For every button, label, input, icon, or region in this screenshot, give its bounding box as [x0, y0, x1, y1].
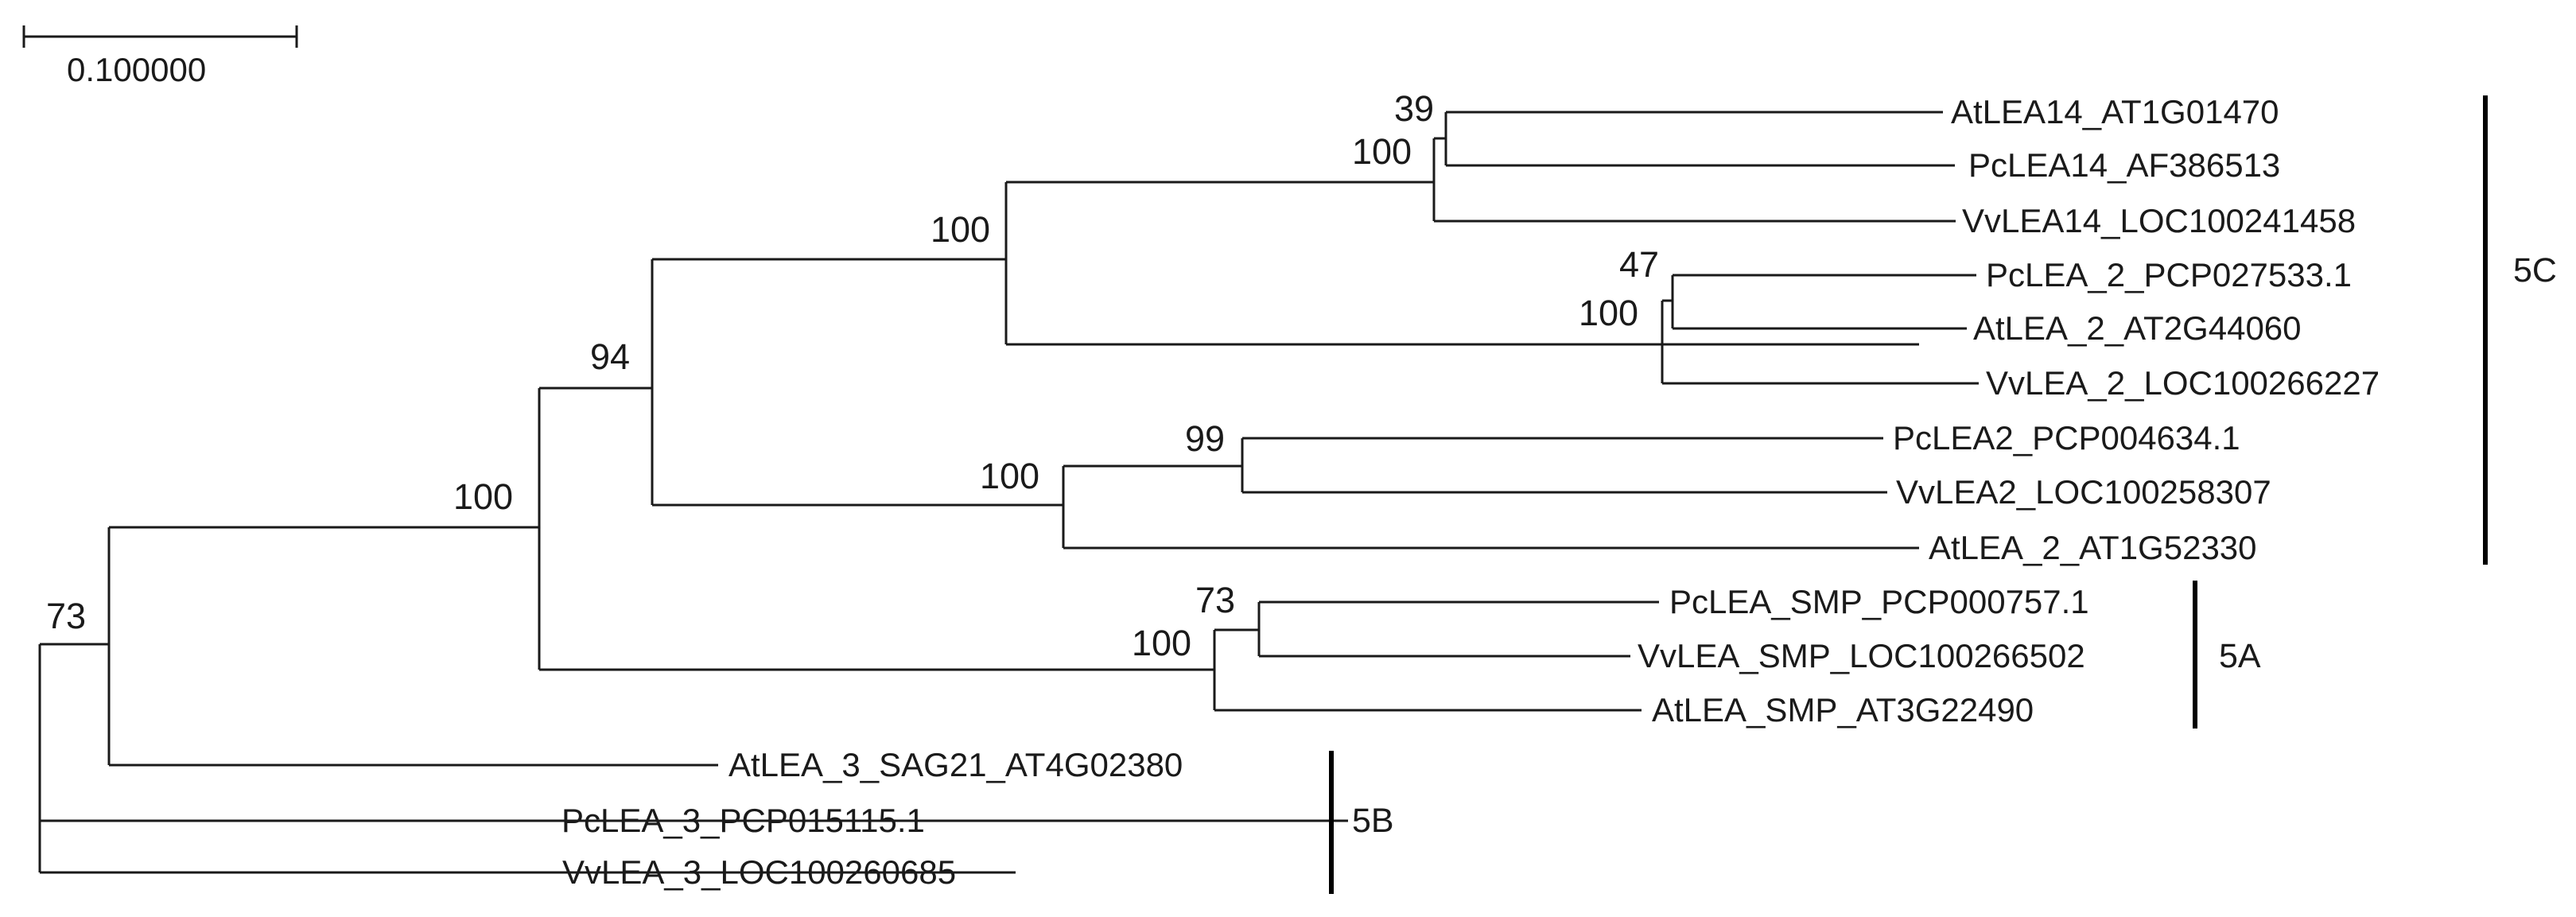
clade-label-5c: 5C	[2513, 251, 2557, 289]
support-lea2-pcat: 47	[1619, 244, 1659, 285]
leaf-labels: AtLEA14_AT1G01470 PcLEA14_AF386513 VvLEA…	[561, 93, 2380, 891]
support-root: 73	[46, 596, 86, 636]
support-values: 73 100 94 100 100 39 100 47 100 99 100 7…	[46, 88, 1659, 663]
support-lea2b-pcvv: 99	[1185, 418, 1225, 459]
leaf-label: PcLEA_SMP_PCP000757.1	[1669, 583, 2089, 620]
support-lea14-inner: 100	[1352, 131, 1412, 172]
support-lea2b: 100	[980, 456, 1039, 496]
leaf-label: AtLEA_3_SAG21_AT4G02380	[729, 746, 1183, 783]
leaf-label: PcLEA2_PCP004634.1	[1893, 419, 2240, 457]
leaf-label: PcLEA14_AF386513	[1968, 146, 2280, 184]
clade-label-5a: 5A	[2219, 637, 2261, 675]
leaf-label: AtLEA_2_AT2G44060	[1973, 309, 2302, 347]
scale-bar	[22, 25, 298, 48]
clade-label-5b: 5B	[1352, 802, 1394, 840]
support-smp-pcvv: 73	[1195, 580, 1235, 620]
scale-bar-label: 0.100000	[67, 51, 206, 88]
leaf-label: VvLEA_3_LOC100260685	[562, 853, 956, 891]
leaf-label: AtLEA14_AT1G01470	[1951, 93, 2279, 130]
leaf-label: VvLEA2_LOC100258307	[1896, 473, 2271, 511]
support-lea2-inner: 100	[1579, 293, 1638, 333]
leaf-label: VvLEA14_LOC100241458	[1962, 202, 2356, 239]
support-smp: 100	[1132, 623, 1191, 663]
leaf-label: PcLEA_2_PCP027533.1	[1986, 256, 2352, 293]
support-lea14-lea2: 100	[931, 209, 990, 250]
support-5ac: 100	[453, 476, 513, 517]
leaf-label: AtLEA_SMP_AT3G22490	[1652, 691, 2034, 729]
leaf-label: PcLEA_3_PCP015115.1	[561, 802, 925, 839]
leaf-label: AtLEA_2_AT1G52330	[1929, 529, 2257, 566]
support-lea14-atpc: 39	[1394, 88, 1434, 129]
clade-brackets	[1329, 95, 2488, 894]
support-5c: 94	[590, 336, 630, 377]
tree-branches	[38, 111, 1979, 874]
leaf-label: VvLEA_SMP_LOC100266502	[1638, 637, 2085, 674]
leaf-label: VvLEA_2_LOC100266227	[1986, 364, 2380, 402]
